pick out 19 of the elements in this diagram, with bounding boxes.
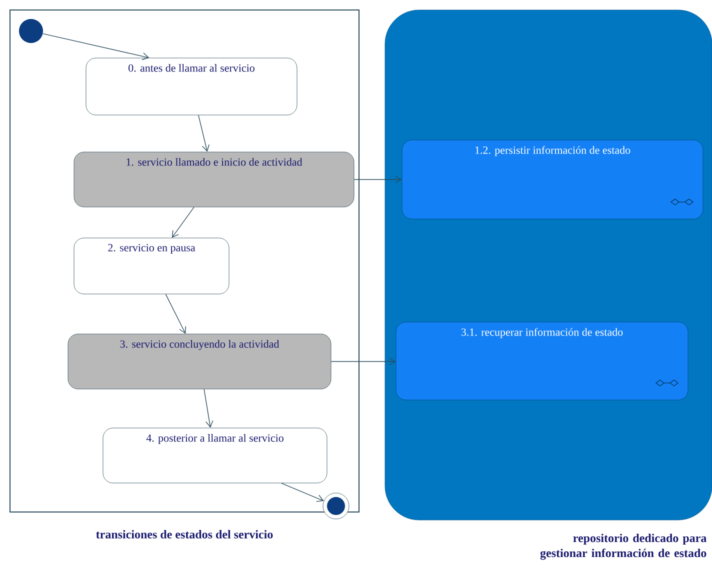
state-box: 0. antes de llamar al servicio <box>86 58 298 116</box>
state-box: 2. servicio en pausa <box>74 238 230 294</box>
arrow <box>330 358 396 366</box>
initial-state-dot <box>19 19 43 43</box>
node-label: repositorio dedicado para gestionar información de estado <box>540 534 706 560</box>
arrow <box>165 294 186 334</box>
arrow <box>354 176 402 184</box>
operation-box: 3.1. recuperar información de estado <box>396 322 688 400</box>
node-label: transiciones de estados del servicio <box>96 530 273 538</box>
arrow <box>42 33 150 60</box>
state-box: 1. servicio llamado e inicio de actividad <box>74 152 354 208</box>
arrow <box>280 482 324 502</box>
arrow <box>198 114 210 152</box>
arrow <box>204 388 214 428</box>
operation-box: 1.2. persistir información de estado <box>402 140 704 220</box>
state-box: 3. servicio concluyendo la actividad <box>68 334 332 390</box>
state-box: 4. posterior a llamar al servicio <box>102 428 328 484</box>
arrow <box>172 206 194 238</box>
final-state-symbol <box>322 492 350 520</box>
